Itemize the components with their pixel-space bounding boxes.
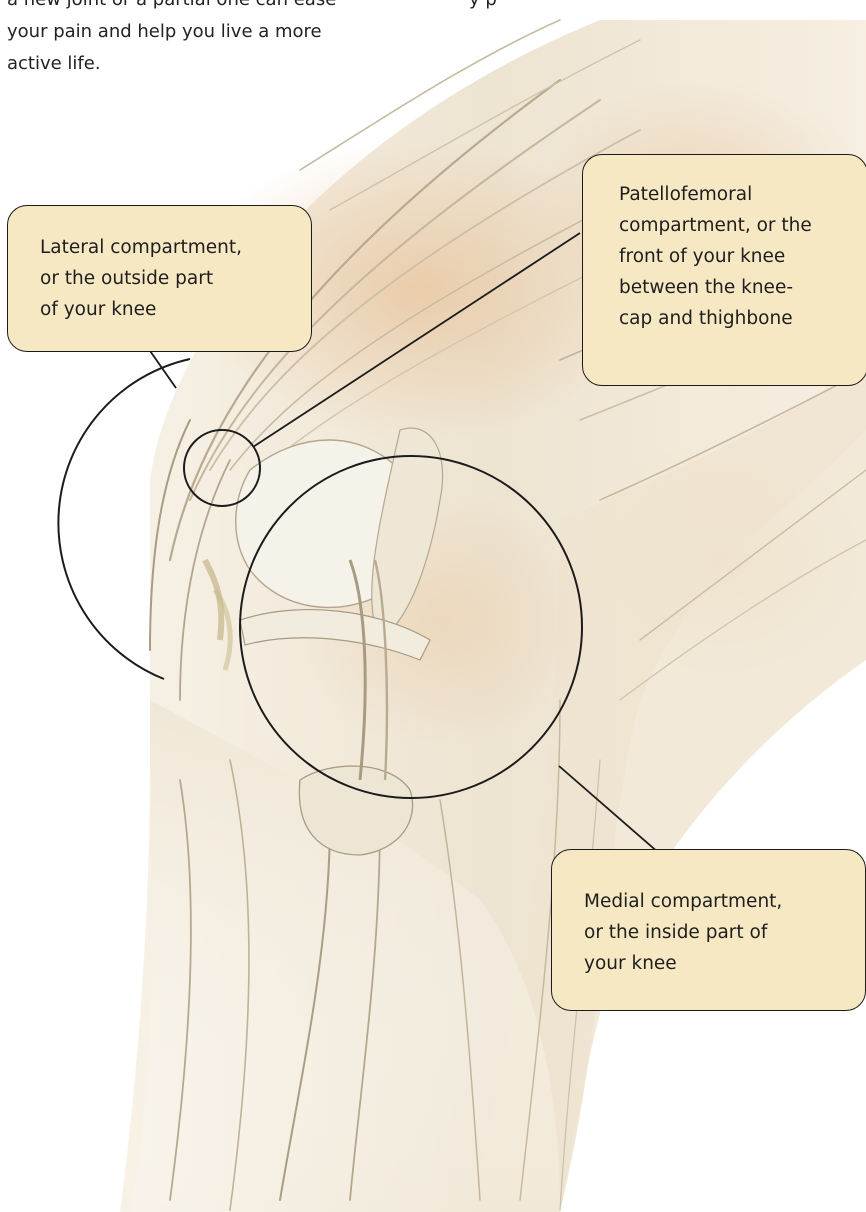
callout-line: between the knee- — [619, 272, 866, 303]
patellofemoral-compartment-callout: Patellofemoral compartment, or the front… — [582, 154, 866, 386]
medial-compartment-callout: Medial compartment, or the inside part o… — [551, 849, 866, 1011]
callout-line: or the outside part — [40, 263, 311, 294]
callout-line: Patellofemoral — [619, 179, 866, 210]
callout-line: your knee — [584, 948, 865, 979]
intro-line: a new joint or a partial one can ease — [7, 0, 377, 16]
callout-line: Medial compartment, — [584, 886, 865, 917]
callout-line: cap and thighbone — [619, 303, 866, 334]
callout-line: of your knee — [40, 294, 311, 325]
intro-fragment: y p — [469, 0, 497, 16]
intro-line: your pain and help you live a more — [7, 16, 377, 48]
intro-paragraph: a new joint or a partial one can ease yo… — [7, 0, 377, 80]
lateral-compartment-callout: Lateral compartment, or the outside part… — [7, 205, 312, 352]
callout-line: compartment, or the — [619, 210, 866, 241]
intro-line: active life. — [7, 48, 377, 80]
callout-line: front of your knee — [619, 241, 866, 272]
callout-line: Lateral compartment, — [40, 232, 311, 263]
callout-line: or the inside part of — [584, 917, 865, 948]
